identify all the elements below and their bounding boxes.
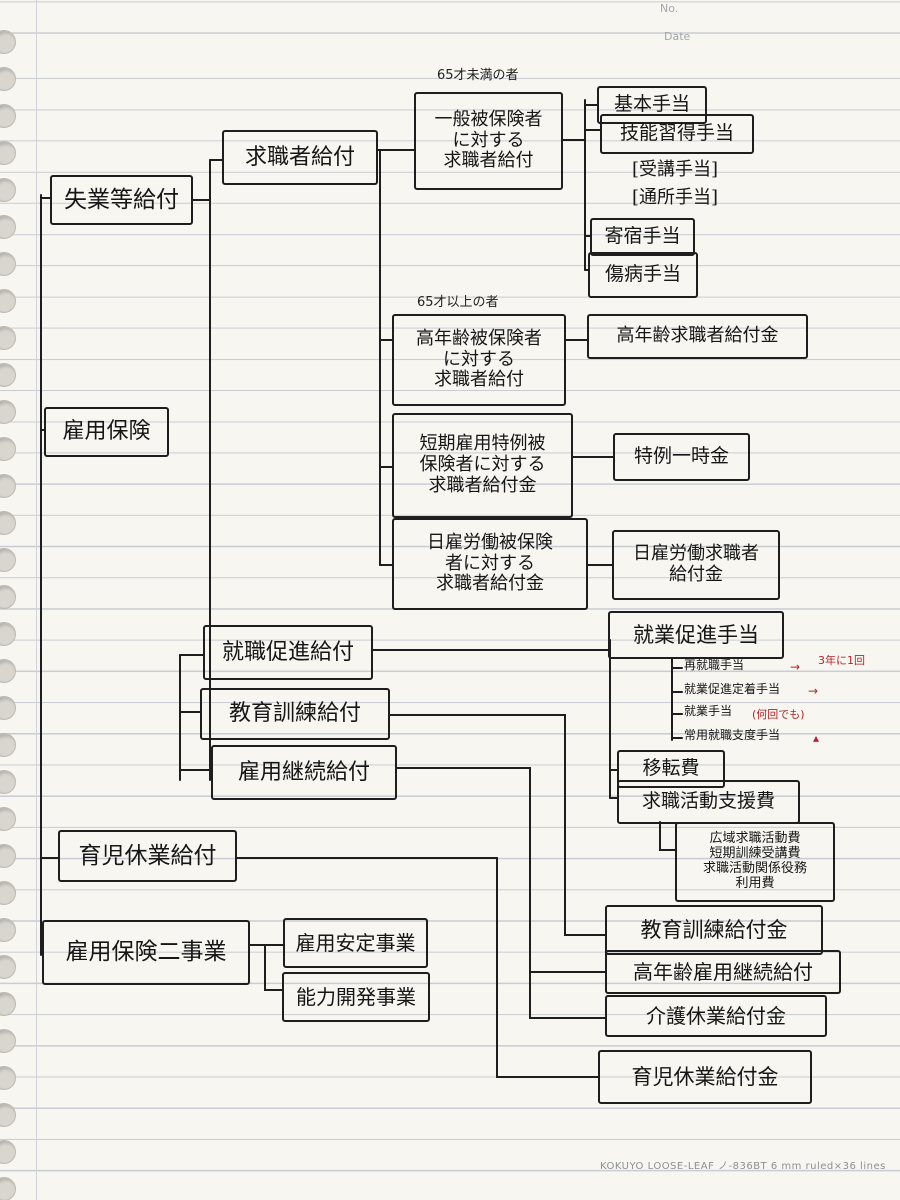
margin-line xyxy=(36,0,37,1200)
node-ippan-kyushoku: 一般被保険者 に対する 求職者給付 xyxy=(414,92,563,190)
node-kourei-ichijikin: 高年齢求職者給付金 xyxy=(587,314,808,359)
node-hiyatoi-kyushoku: 日雇労働被保険 者に対する 求職者給付金 xyxy=(392,518,588,610)
link-ikuji-kin xyxy=(236,857,599,1078)
node-iten-hi: 移転費 xyxy=(617,750,725,788)
text-tsusho-teate: [通所手当] xyxy=(632,187,719,208)
link-keizoku-kin xyxy=(396,767,606,1019)
node-shobyo-teate: 傷病手当 xyxy=(588,252,698,298)
node-tanki-kyushoku: 短期雇用特例被 保険者に対する 求職者給付金 xyxy=(392,413,573,518)
node-koyo-antei: 雇用安定事業 xyxy=(283,918,428,968)
red-arrow-2-icon: → xyxy=(808,684,819,698)
node-gino-shutoku: 技能習得手当 xyxy=(600,114,754,154)
text-jukou-teate: [受講手当] xyxy=(632,159,719,180)
node-kaigo-kyugyo-kin: 介護休業給付金 xyxy=(605,995,827,1037)
node-kihon-teate: 基本手当 xyxy=(597,86,707,124)
node-koyo-keizoku: 雇用継続給付 xyxy=(211,745,397,800)
header-no-label: No. xyxy=(660,2,679,15)
text-teichaku-teate: 就業促進定着手当 xyxy=(684,682,781,696)
note-over-65: 65才以上の者 xyxy=(417,295,499,310)
note-under-65: 65才未満の者 xyxy=(437,68,519,83)
link-shien-sub xyxy=(659,821,676,851)
node-shugyo-sokushin-teate: 就業促進手当 xyxy=(608,611,784,659)
node-kishuku-teate: 寄宿手当 xyxy=(590,218,695,256)
node-kyoiku-kunren-kin: 教育訓練給付金 xyxy=(605,905,823,955)
text-joyo-shushoku: 常用就職支度手当 xyxy=(684,728,781,742)
binder-hole xyxy=(0,1177,16,1200)
node-kourei-keizoku: 高年齢雇用継続給付 xyxy=(605,950,841,994)
text-saishushoku-teate: 再就職手当 xyxy=(684,658,745,672)
link-kyoiku-kin xyxy=(389,714,606,936)
node-kyoiku-kunren: 教育訓練給付 xyxy=(200,688,390,740)
text-shugyo-teate: 就業手当 xyxy=(684,704,733,718)
node-koyo-hoken: 雇用保険 xyxy=(44,407,169,457)
spine-nijigyo xyxy=(264,944,283,991)
node-tokurei-ichijikin: 特例一時金 xyxy=(613,433,750,481)
node-kyushokusha-kyufu: 求職者給付 xyxy=(222,130,378,185)
red-mark-icon: ▴ xyxy=(813,731,820,745)
node-koureisha-kyushoku: 高年齢被保険者 に対する 求職者給付 xyxy=(392,314,566,406)
header-date-label: Date xyxy=(664,30,691,43)
node-shushoku-sokushin: 就職促進給付 xyxy=(203,625,373,680)
node-ikuji-kyugyo: 育児休業給付 xyxy=(58,830,237,882)
node-hiyatoi-kyufukin: 日雇労働求職者 給付金 xyxy=(612,530,780,600)
paper-footer: KOKUYO LOOSE-LEAF ノ-836BT 6 mm ruled×36 … xyxy=(600,1161,886,1172)
node-noryoku-kaihatsu: 能力開発事業 xyxy=(282,972,430,1022)
node-ikuji-kyugyo-kin: 育児休業給付金 xyxy=(598,1050,812,1104)
node-katsudo-shien: 求職活動支援費 xyxy=(617,780,800,824)
note-sannen-ikkai: 3年に1回 xyxy=(818,654,865,667)
red-arrow-1-icon: → xyxy=(790,660,801,674)
note-nankai-demo: (何回でも) xyxy=(752,708,805,721)
node-nijigyo: 雇用保険二事業 xyxy=(42,920,250,985)
node-katsudo-shien-sub: 広域求職活動費 短期訓練受講費 求職活動関係役務 利用費 xyxy=(675,822,835,902)
node-shitsugyo-to-kyufu: 失業等給付 xyxy=(50,175,193,225)
